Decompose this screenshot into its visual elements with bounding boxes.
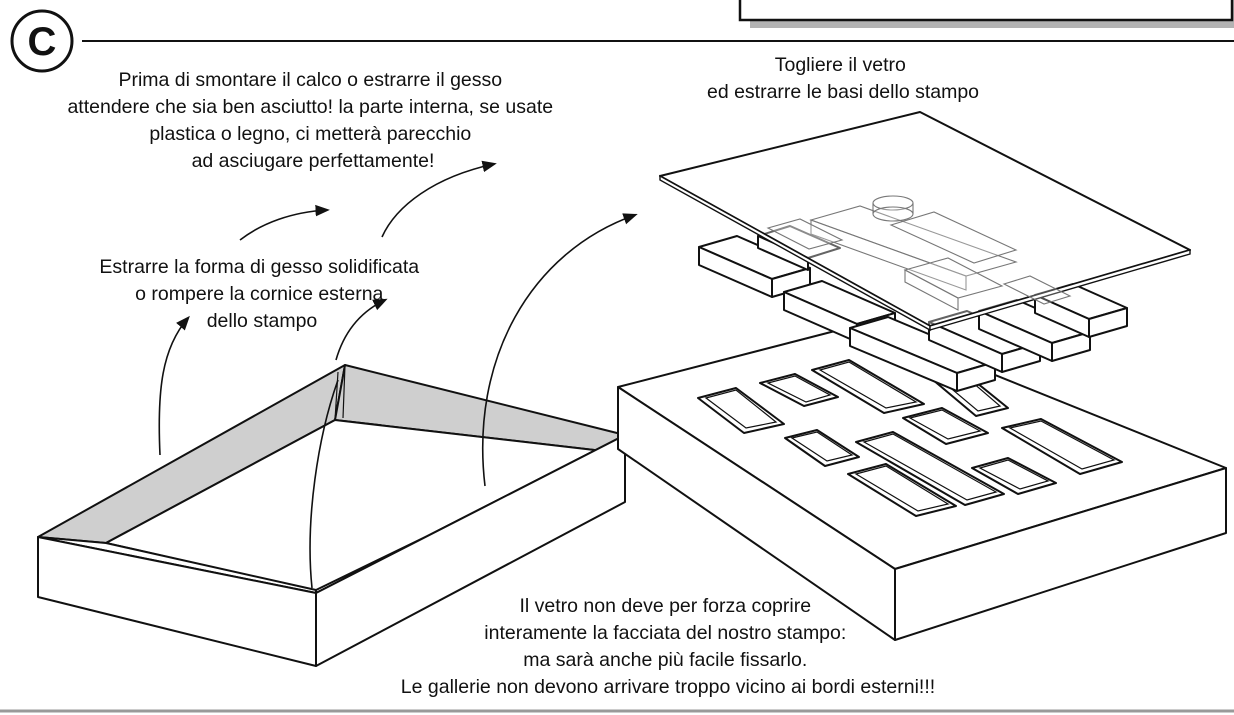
caption-estrarre-line-3: dello stampo (207, 310, 318, 332)
arrow-6 (381, 160, 497, 238)
caption-vetro-line-3: ma sarà anche più facile fissarlo. (523, 649, 807, 671)
caption-prima-line-1: Prima di smontare il calco o estrarre il… (118, 69, 502, 91)
arrow-4 (481, 213, 638, 487)
caption-prima-line-4: ad asciugare perfettamente! (192, 150, 435, 172)
caption-estrarre-line-2: o rompere la cornice esterna (135, 283, 383, 305)
mould-base (617, 322, 1227, 641)
caption-togliere: Togliere il vetro ed estrarre le basi de… (707, 54, 979, 103)
caption-prima-line-3: plastica o legno, ci metterà parecchio (149, 123, 471, 145)
caption-togliere-line-1: Togliere il vetro (775, 54, 906, 76)
gallery-channels (697, 359, 1123, 517)
caption-vetro-line-1: Il vetro non deve per forza coprire (520, 595, 812, 617)
step-letter: C (28, 20, 57, 64)
arrow-3 (309, 379, 339, 589)
caption-estrarre: Estrarre la forma di gesso solidificata … (99, 256, 424, 332)
caption-vetro: Il vetro non deve per forza coprire inte… (401, 595, 935, 698)
step-circle (10, 9, 74, 73)
caption-prima-line-2: attendere che sia ben asciutto! la parte… (67, 96, 553, 118)
caption-vetro-line-2: interamente la facciata del nostro stamp… (484, 622, 846, 644)
caption-prima: Prima di smontare il calco o estrarre il… (67, 69, 558, 172)
step-marker: C (10, 9, 74, 73)
lifted-bars (698, 225, 1128, 392)
caption-estrarre-line-1: Estrarre la forma di gesso solidificata (99, 256, 419, 278)
previous-panel-corner (738, 0, 1234, 28)
caption-togliere-line-2: ed estrarre le basi dello stampo (707, 81, 979, 103)
arrow-2 (335, 298, 388, 361)
glass-sheet (659, 111, 1191, 332)
arrow-1 (158, 315, 190, 456)
caption-vetro-line-4: Le gallerie non devono arrivare troppo v… (401, 676, 935, 698)
arrow-5 (239, 204, 330, 241)
open-frame (37, 364, 626, 667)
arrows (158, 160, 638, 589)
